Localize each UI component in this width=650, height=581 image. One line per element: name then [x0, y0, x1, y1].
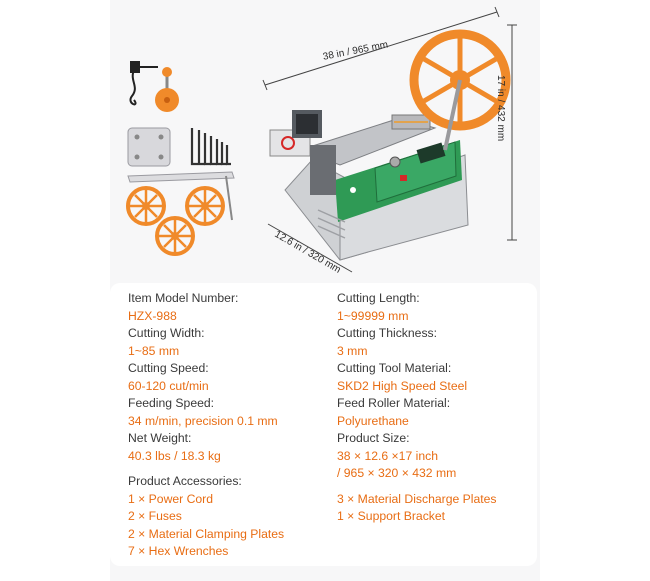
spec-label: Feeding Speed:: [128, 396, 215, 410]
spec-value: 60-120 cut/min: [128, 378, 209, 393]
accessory-item: 7 × Hex Wrenches: [128, 544, 229, 558]
spec-label: Feed Roller Material:: [337, 396, 451, 410]
accessory-item: 1 × Power Cord: [128, 491, 214, 506]
dimension-lines: [262, 6, 517, 273]
spec-value: 34 m/min, precision 0.1 mm: [128, 413, 278, 428]
spec-value: 1~99999 mm: [337, 308, 409, 323]
spec-value: 38 × 12.6 ×17 inch: [337, 448, 438, 463]
spec-value: 1~85 mm: [128, 343, 180, 358]
spec-column-left: Item Model Number: HZX-988 Cutting Width…: [128, 290, 328, 561]
spec-value: HZX-988: [128, 308, 177, 323]
spec-label: Product Size:: [337, 431, 410, 445]
accessory-item: 1 × Support Bracket: [337, 509, 446, 523]
accessories-title: Product Accessories:: [128, 474, 242, 488]
spec-label: Net Weight:: [128, 431, 192, 445]
spec-column-right: Cutting Length: 1~99999 mm Cutting Thick…: [337, 290, 537, 526]
spec-label: Cutting Length:: [337, 291, 420, 305]
cutting-machine: [269, 29, 511, 261]
spec-label: Cutting Width:: [128, 326, 205, 340]
power-cord-icon: [129, 61, 158, 106]
support-bracket-icon: [155, 67, 179, 112]
spec-value: SKD2 High Speed Steel: [337, 378, 468, 393]
spec-label: Cutting Speed:: [128, 361, 209, 375]
discharge-plate-icon: [127, 171, 235, 221]
spec-value: 3 mm: [337, 343, 368, 358]
spec-label: Cutting Thickness:: [337, 326, 438, 340]
spec-label: Item Model Number:: [128, 291, 239, 305]
spec-value: 40.3 lbs / 18.3 kg: [128, 448, 221, 463]
spec-card: Item Model Number: HZX-988 Cutting Width…: [110, 283, 537, 566]
height-dimension-label: 17 in / 432 mm: [495, 75, 506, 142]
material-wheels-icon: [126, 186, 225, 256]
hex-wrenches-icon: [190, 128, 231, 166]
spec-value: / 965 × 320 × 432 mm: [337, 466, 457, 480]
accessory-item: 3 × Material Discharge Plates: [337, 491, 497, 506]
accessory-item: 2 × Fuses: [128, 509, 182, 523]
accessory-item: 2 × Material Clamping Plates: [128, 526, 285, 541]
fuses-icon: [127, 127, 171, 167]
spec-value: Polyurethane: [337, 413, 409, 428]
spec-label: Cutting Tool Material:: [337, 361, 452, 375]
